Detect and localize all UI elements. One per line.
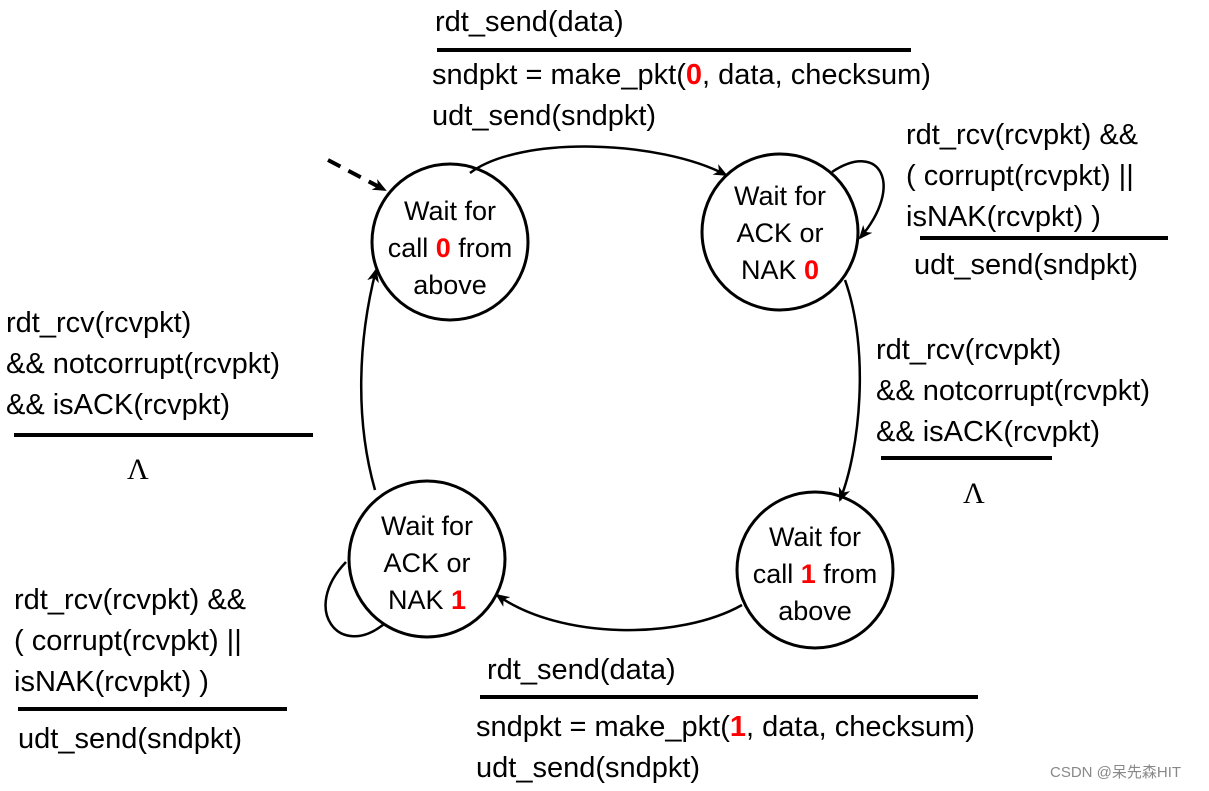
state-label-wait-ack-nak-1: Wait for ACK or NAK 1	[347, 508, 507, 619]
self-loop-1-event-3: isNAK(rcvpkt) )	[14, 666, 209, 698]
state-label-wait-call-1: Wait for call 1 from above	[735, 519, 895, 630]
self-loop-arrow-ack-nak-1	[324, 561, 385, 638]
sequence-number: 1	[800, 559, 816, 589]
state-circle-wait-call-0	[370, 162, 530, 322]
self-loop-0-event-1: rdt_rcv(rcvpkt) &&	[906, 119, 1139, 151]
state-line: NAK 0	[700, 252, 860, 289]
transition-top-action-2: udt_send(sndpkt)	[432, 100, 657, 132]
self-loop-0-action: udt_send(sndpkt)	[914, 249, 1139, 281]
transition-top-event: rdt_send(data)	[435, 6, 624, 38]
sequence-number: 0	[685, 59, 703, 91]
self-loop-arrow-ack-nak-0	[831, 160, 885, 240]
state-line: ACK or	[736, 218, 824, 248]
self-loop-1-event-1: rdt_rcv(rcvpkt) &&	[14, 584, 247, 616]
transition-left-action-lambda: Λ	[127, 453, 149, 486]
transition-right-event-3: && isACK(rcvpkt)	[876, 416, 1100, 448]
transition-arrow-bottom	[495, 593, 743, 632]
state-label-wait-ack-nak-0: Wait for ACK or NAK 0	[700, 178, 860, 289]
transition-arrow-left	[360, 268, 379, 491]
sequence-number: 0	[804, 255, 820, 285]
state-line: above	[413, 270, 487, 300]
state-circle-wait-call-1	[735, 490, 895, 650]
state-line: above	[778, 596, 852, 626]
self-loop-1-event-2: ( corrupt(rcvpkt) ||	[14, 625, 242, 657]
state-text: NAK	[387, 585, 451, 615]
state-line: Wait for	[733, 181, 826, 211]
transition-right-action-lambda: Λ	[963, 477, 985, 510]
self-loop-0-event-3: isNAK(rcvpkt) )	[906, 201, 1101, 233]
state-line: NAK 1	[347, 582, 507, 619]
state-text: NAK	[740, 255, 804, 285]
transition-right-event-2: && notcorrupt(rcvpkt)	[876, 375, 1150, 407]
state-text: from	[815, 559, 878, 589]
sequence-number: 1	[451, 585, 467, 615]
state-line: ACK or	[383, 548, 471, 578]
csdn-watermark: CSDN @呆先森HIT	[1050, 764, 1182, 781]
transition-bottom-event: rdt_send(data)	[487, 654, 676, 686]
state-line: Wait for	[380, 511, 473, 541]
state-circle-wait-ack-nak-1	[347, 479, 507, 639]
transition-arrow-right	[838, 279, 862, 502]
action-text: , data, checksum)	[702, 59, 931, 91]
state-line: Wait for	[403, 196, 496, 226]
transition-left-event-3: && isACK(rcvpkt)	[6, 389, 230, 421]
state-text: from	[450, 233, 513, 263]
state-circle-wait-ack-nak-0	[700, 152, 860, 312]
initial-state-arrow	[327, 158, 387, 192]
action-text: sndpkt = make_pkt(	[432, 59, 686, 91]
transition-left-event-1: rdt_rcv(rcvpkt)	[6, 307, 192, 339]
transition-bottom-action-1: sndpkt = make_pkt(1, data, checksum)	[476, 707, 975, 747]
sequence-number: 0	[435, 233, 451, 263]
state-line: call 0 from	[370, 230, 530, 267]
state-line: call 1 from	[735, 556, 895, 593]
self-loop-1-action: udt_send(sndpkt)	[18, 723, 243, 755]
state-line: Wait for	[768, 522, 861, 552]
self-loop-0-event-2: ( corrupt(rcvpkt) ||	[906, 160, 1134, 192]
state-label-wait-call-0: Wait for call 0 from above	[370, 193, 530, 304]
transition-bottom-action-2: udt_send(sndpkt)	[476, 752, 701, 784]
transition-arrow-top	[469, 145, 728, 177]
transition-right-event-1: rdt_rcv(rcvpkt)	[876, 334, 1062, 366]
action-text: , data, checksum)	[746, 711, 975, 743]
sequence-number: 1	[729, 711, 747, 743]
transition-left-event-2: && notcorrupt(rcvpkt)	[6, 348, 280, 380]
action-text: sndpkt = make_pkt(	[476, 711, 730, 743]
transition-top-action-1: sndpkt = make_pkt(0, data, checksum)	[432, 55, 931, 95]
state-text: call	[387, 233, 436, 263]
state-text: call	[752, 559, 801, 589]
